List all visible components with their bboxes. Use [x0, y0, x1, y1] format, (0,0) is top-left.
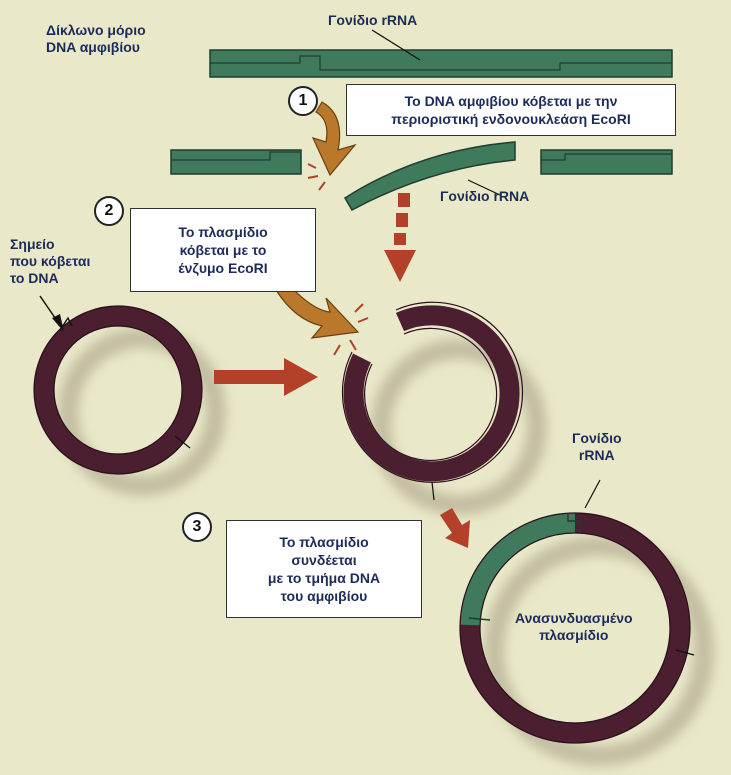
amphibian-dna-label-line1: Δίκλωνο μόριο: [46, 22, 146, 38]
enzyme-arrow-2: [275, 273, 369, 356]
step-1-line1: Το DNA αμφιβίου κόβεται με την: [404, 93, 618, 109]
step-2-line1: Το πλασμίδιο: [178, 224, 268, 240]
plasmid-cut: [341, 301, 547, 515]
step-2-line2: κόβεται με το: [179, 242, 267, 258]
step-3-line2: συνδέεται: [291, 552, 357, 568]
arrow-to-recombinant: [440, 508, 470, 548]
cut-site-label: Σημείο που κόβεται το DNA: [10, 236, 90, 287]
plasmid-left: [33, 305, 226, 496]
step-1-badge: 1: [288, 86, 318, 116]
cut-site-pointer-head: [52, 314, 64, 332]
plasmid-recombinant: [459, 512, 714, 766]
step-3-line3: με το τμήμα DNA: [267, 570, 381, 586]
recombinant-label-line2: πλασμίδιο: [539, 627, 609, 643]
step-1-line2: περιοριστική ενδονουκλεάση EcoRI: [391, 111, 631, 127]
step-3-badge: 3: [182, 512, 212, 542]
gene-final-label-line1: Γονίδιο: [572, 430, 622, 446]
cut-site-label-line3: το DNA: [10, 270, 59, 286]
step-3-line4: του αμφιβίου: [280, 588, 368, 604]
rrna-gene-fragment: [343, 141, 516, 212]
recombinant-label-line1: Ανασυνδυασμένο: [515, 610, 633, 626]
step-3-box: Το πλασμίδιο συνδέεται με το τμήμα DNA τ…: [226, 520, 422, 618]
gene-top-label: Γονίδιο rRNA: [328, 12, 418, 28]
step-2-box: Το πλασμίδιο κόβεται με το ένζυμο EcoRI: [130, 208, 316, 292]
gene-final-label: Γονίδιο rRNA: [572, 430, 622, 464]
gene-top-leader: [371, 29, 421, 61]
arrow-to-cut-plasmid: [214, 358, 318, 396]
cut-site-label-line2: που κόβεται: [10, 253, 91, 269]
cut-dna-right-fragment: [540, 149, 673, 175]
dashed-arrow-down: [384, 193, 416, 282]
step-3-line1: Το πλασμίδιο: [279, 534, 369, 550]
recombinant-label: Ανασυνδυασμένο πλασμίδιο: [515, 610, 633, 644]
step-1-box: Το DNA αμφιβίου κόβεται με την περιοριστ…: [346, 84, 676, 136]
cut-dna-left-fragment: [170, 149, 302, 175]
amphibian-dna-strand: [209, 49, 673, 78]
step-2-line3: ένζυμο EcoRI: [178, 260, 268, 276]
step-2-badge: 2: [94, 196, 124, 226]
amphibian-dna-label-line2: DNA αμφιβίου: [46, 39, 140, 55]
gene-final-leader: [584, 479, 601, 509]
cut-site-label-line1: Σημείο: [10, 236, 55, 252]
gene-cut-leader: [467, 179, 501, 196]
gene-cut-label: Γονίδιο rRNA: [440, 188, 530, 204]
enzyme-arrow-1: [307, 101, 357, 191]
amphibian-dna-label: Δίκλωνο μόριο DNA αμφιβίου: [46, 22, 146, 56]
gene-final-label-line2: rRNA: [578, 447, 615, 463]
